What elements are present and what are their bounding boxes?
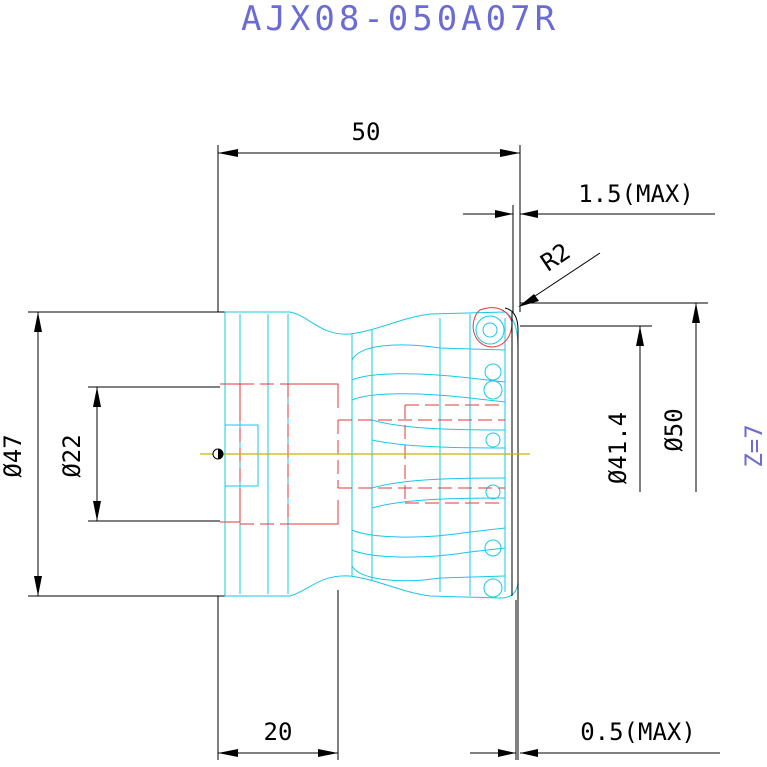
cut-diameter-label: Ø50: [660, 408, 688, 451]
dimension-shank-diameter: Ø47: [0, 311, 225, 597]
dimension-bore-diameter: Ø22: [58, 386, 220, 522]
radius-leader: R2: [518, 238, 601, 307]
radius-label: R2: [536, 238, 576, 277]
length-label: 50: [352, 118, 381, 146]
dimension-shank-length: 20: [217, 590, 339, 760]
dimension-length: 50: [217, 118, 521, 312]
cutter-body: [224, 311, 519, 599]
dimension-clearance: 0.5(MAX): [470, 600, 720, 760]
bore-diameter-label: Ø22: [58, 434, 86, 477]
overhang-label: 1.5(MAX): [578, 180, 694, 208]
shank-length-label: 20: [264, 718, 293, 746]
clearance-label: 0.5(MAX): [580, 718, 696, 746]
dimension-inner-diameter: Ø41.4: [520, 325, 652, 492]
teeth-count-label: Z=7: [740, 424, 767, 467]
centerline: [200, 448, 530, 460]
dimension-overhang: 1.5(MAX): [463, 180, 715, 312]
hidden-lines: [220, 307, 513, 525]
drawing-title: AJX08-050A07R: [241, 0, 559, 39]
shank-diameter-label: Ø47: [0, 434, 27, 477]
dimension-cut-diameter: Ø50: [520, 302, 708, 492]
inner-diameter-label: Ø41.4: [604, 412, 632, 484]
